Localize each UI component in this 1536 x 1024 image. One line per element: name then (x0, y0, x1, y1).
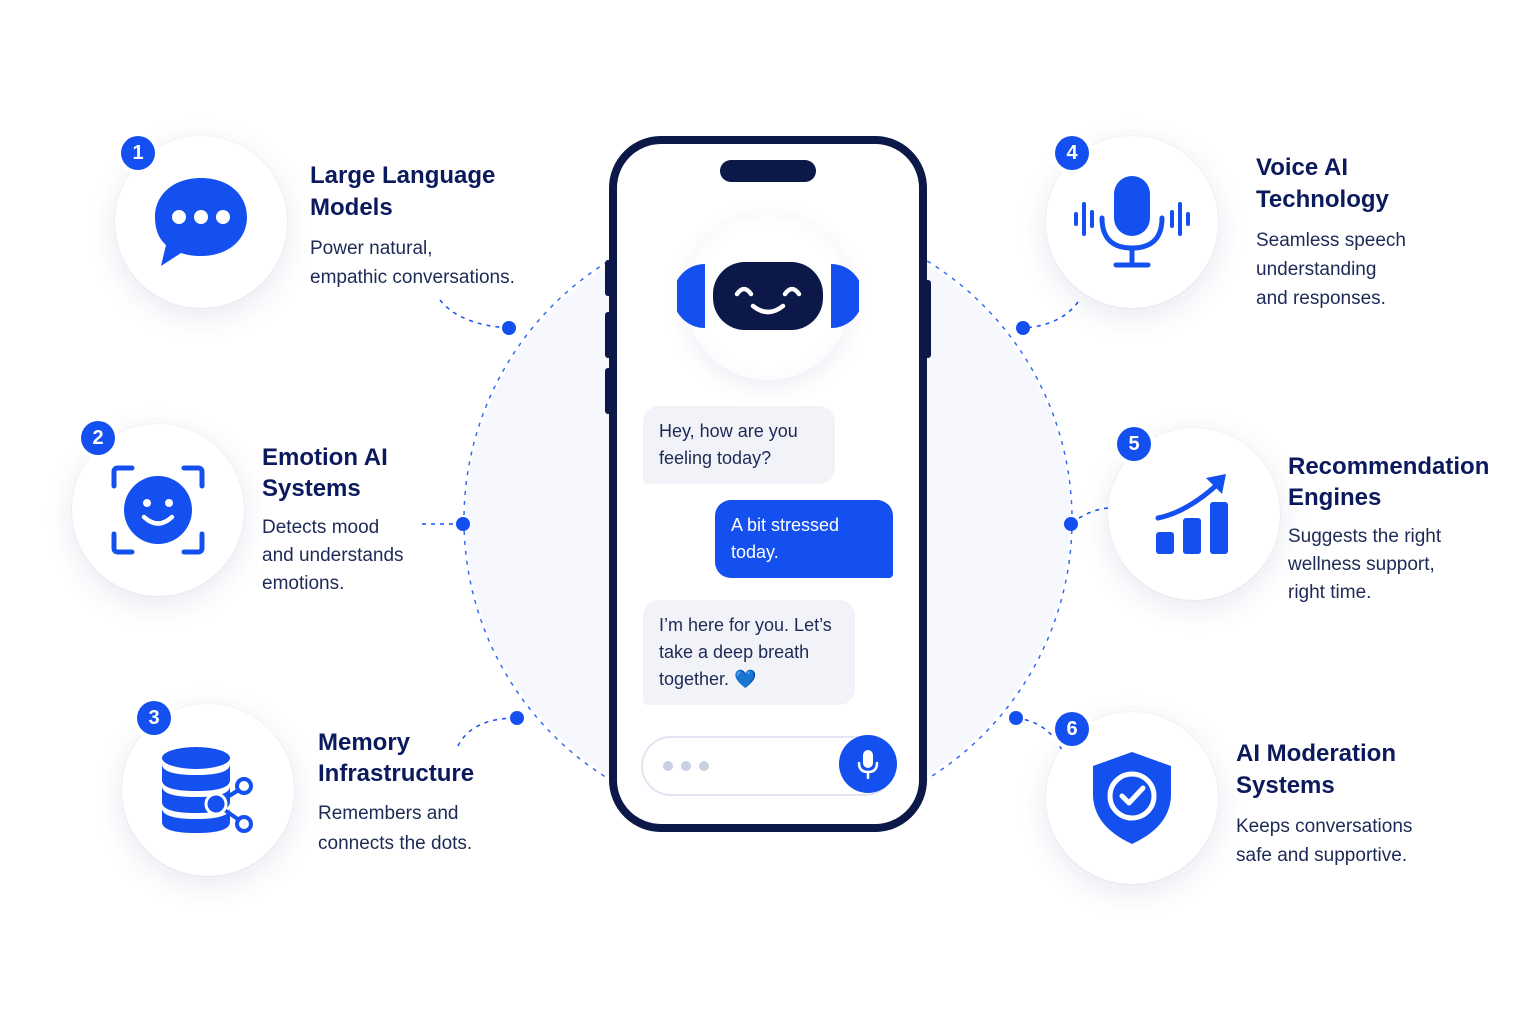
feature-6-desc: Keeps conversations safe and supportive. (1236, 816, 1413, 866)
robot-avatar-icon (677, 262, 859, 330)
feature-1-desc: Power natural, empathic conversations. (310, 238, 515, 288)
database-network-icon (162, 747, 253, 833)
feature-1-badge: 1 (121, 136, 155, 170)
feature-6-badge: 6 (1055, 712, 1089, 746)
phone-mockup: Hey, how are you feeling today? A bit st… (609, 136, 927, 832)
feature-2-text: Emotion AI Systems Detects mood and unde… (262, 442, 404, 598)
mic-button[interactable] (839, 735, 897, 793)
feature-6-text: AI Moderation Systems Keeps conversation… (1236, 738, 1412, 870)
phone-side-button-4 (925, 280, 931, 358)
feature-4-title: Voice AI Technology (1256, 154, 1389, 213)
feature-3-desc: Remembers and connects the dots. (318, 803, 473, 854)
message-input[interactable] (641, 735, 897, 796)
feature-5-text: Recommendation Engines Suggests the righ… (1288, 451, 1489, 607)
feature-1-text: Large Language Models Power natural, emp… (310, 160, 515, 292)
feature-2-desc: Detects mood and understands emotions. (262, 517, 404, 594)
feature-3-badge: 3 (137, 701, 171, 735)
phone-side-button-3 (605, 368, 611, 414)
connector-dot-2 (456, 517, 470, 531)
phone-side-button-2 (605, 312, 611, 358)
typing-dot-3 (699, 761, 709, 771)
feature-1-icon-circle (115, 136, 287, 308)
feature-6-icon-circle (1046, 712, 1218, 884)
feature-2-badge: 2 (81, 421, 115, 455)
feature-4-text: Voice AI Technology Seamless speech unde… (1256, 152, 1406, 313)
feature-5-badge: 5 (1117, 427, 1151, 461)
connector-dot-3 (510, 711, 524, 725)
typing-dot-1 (663, 761, 673, 771)
phone-side-button-1 (605, 260, 611, 296)
connector-3 (457, 717, 518, 747)
feature-3-text: Memory Infrastructure Remembers and conn… (318, 727, 474, 859)
microphone-icon (1074, 176, 1190, 268)
chat-bubble-user-reply: A bit stressed today. (715, 500, 893, 578)
feature-2-title: Emotion AI Systems (262, 444, 388, 502)
connector-dot-1 (502, 321, 516, 335)
shield-check-icon (1093, 752, 1171, 844)
feature-5-desc: Suggests the right wellness support, rig… (1288, 526, 1442, 603)
feature-4-desc: Seamless speech understanding and respon… (1256, 230, 1406, 309)
connector-dot-4 (1016, 321, 1030, 335)
face-scan-icon (111, 465, 205, 555)
feature-6-title: AI Moderation Systems (1236, 740, 1396, 799)
feature-4-badge: 4 (1055, 136, 1089, 170)
connector-1 (439, 299, 510, 329)
phone-notch (720, 160, 816, 182)
growth-chart-icon (1155, 474, 1228, 554)
chat-bubble-icon (155, 178, 247, 266)
chat-bubble-bot-response: I’m here for you. Let’s take a deep brea… (643, 600, 855, 705)
microphone-icon (857, 750, 879, 779)
chat-bubble-bot-greeting: Hey, how are you feeling today? (643, 406, 835, 484)
feature-5-title: Recommendation Engines (1288, 453, 1490, 511)
connector-4 (1022, 301, 1079, 329)
connector-6 (1015, 717, 1063, 751)
typing-dot-2 (681, 761, 691, 771)
feature-1-title: Large Language Models (310, 162, 496, 221)
feature-3-title: Memory Infrastructure (318, 729, 475, 787)
connector-dot-6 (1009, 711, 1023, 725)
connector-dot-5 (1064, 517, 1078, 531)
